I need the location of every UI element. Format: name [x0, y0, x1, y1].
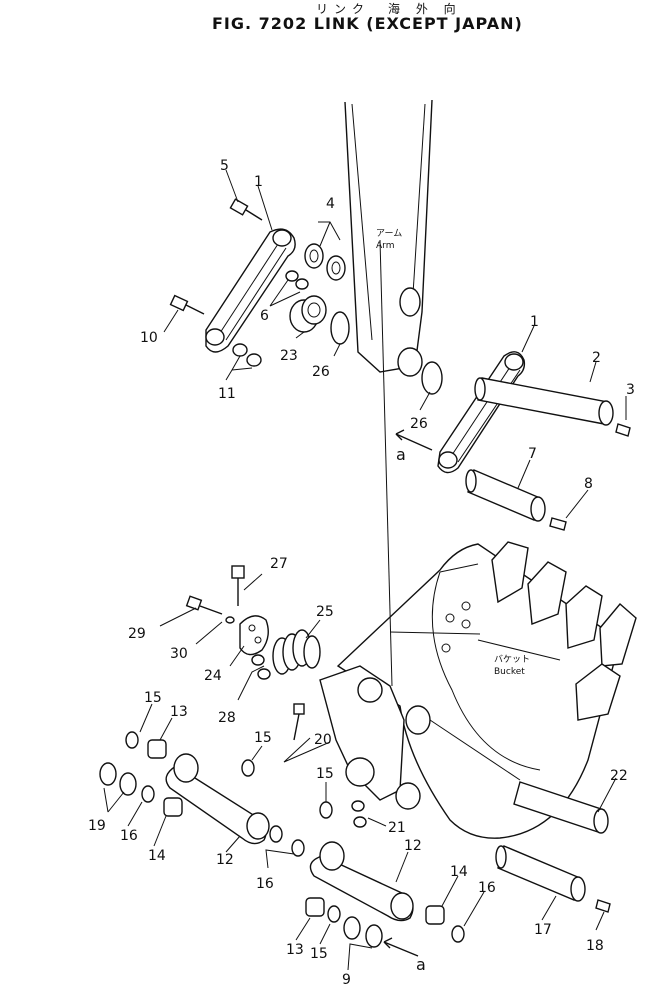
- callout-29: 29: [128, 626, 146, 642]
- shims-4: [304, 243, 346, 281]
- bushing-13-upper: [147, 739, 167, 759]
- callout-26-right: 26: [410, 416, 428, 432]
- callout-14-left: 14: [148, 848, 166, 864]
- lower-link-right: [309, 841, 414, 922]
- callout-15-c: 15: [316, 766, 334, 782]
- bolt-10: [169, 294, 205, 315]
- callout-4: 4: [326, 196, 335, 212]
- callout-14-right: 14: [450, 864, 468, 880]
- callout-28: 28: [218, 710, 236, 726]
- callout-3: 3: [626, 382, 635, 398]
- callout-21: 21: [388, 820, 406, 836]
- seals-15: [125, 731, 341, 923]
- bushing-23: [289, 295, 327, 333]
- washer-30: [225, 616, 235, 624]
- nuts-21: [351, 800, 367, 828]
- bolt-29: [185, 595, 223, 615]
- callout-16-a: 16: [120, 828, 138, 844]
- callout-7: 7: [528, 446, 537, 462]
- leader-lines: [103, 169, 627, 971]
- callout-27: 27: [270, 556, 288, 572]
- callout-12-left: 12: [216, 852, 234, 868]
- pin-2: [474, 377, 614, 426]
- shims-19: [99, 762, 137, 796]
- arm-drawing: [344, 99, 433, 687]
- callout-13-upper: 13: [170, 704, 188, 720]
- bolt-18: [595, 899, 611, 913]
- bolt-27: [231, 565, 245, 606]
- callout-2: 2: [592, 350, 601, 366]
- shims-9: [343, 916, 383, 948]
- bolt-8: [549, 517, 567, 531]
- callout-23: 23: [280, 348, 298, 364]
- plate-24: [239, 615, 269, 656]
- bushing-13-lower: [305, 897, 325, 917]
- direction-arrow-a-top: [395, 429, 433, 451]
- bolt-5: [229, 198, 263, 221]
- callout-6: 6: [260, 308, 269, 324]
- bushing-14-upper: [163, 797, 183, 817]
- view-marker-a-bottom: a: [416, 955, 426, 974]
- seals-16: [141, 785, 465, 943]
- callout-10: 10: [140, 330, 158, 346]
- callout-25: 25: [316, 604, 334, 620]
- callout-18: 18: [586, 938, 604, 954]
- callout-12-right: 12: [404, 838, 422, 854]
- callout-17: 17: [534, 922, 552, 938]
- figure-title: FIG. 7202 LINK (EXCEPT JAPAN): [212, 14, 523, 33]
- nuts-28: [251, 654, 271, 680]
- callout-19: 19: [88, 818, 106, 834]
- bushing-14-lower: [425, 905, 445, 925]
- callout-15-d: 15: [310, 946, 328, 962]
- callout-13-lower: 13: [286, 942, 304, 958]
- pin-17: [495, 845, 586, 902]
- callout-16-b: 16: [256, 876, 274, 892]
- callout-26-left: 26: [312, 364, 330, 380]
- title-japanese: リンク 海 外 向: [316, 2, 462, 16]
- callout-20: 20: [314, 732, 332, 748]
- direction-arrow-a-bottom: [383, 937, 419, 957]
- bolt-3: [615, 423, 631, 437]
- upper-link-left: [205, 228, 296, 353]
- callout-16-c: 16: [478, 880, 496, 896]
- arm-label-jp: アーム: [376, 228, 402, 239]
- bucket-label: Bucket: [494, 667, 525, 677]
- upper-link-right: [437, 351, 526, 474]
- view-marker-a-top: a: [396, 445, 406, 464]
- spacers-25: [272, 629, 321, 675]
- callout-9: 9: [342, 972, 351, 988]
- nuts-6: [285, 270, 309, 290]
- callout-22: 22: [610, 768, 628, 784]
- arm-label: Arm: [376, 241, 394, 251]
- callout-24: 24: [204, 668, 222, 684]
- callout-15-a: 15: [144, 690, 162, 706]
- callout-15-b: 15: [254, 730, 272, 746]
- o-rings-26: [330, 311, 443, 395]
- callout-1-upper-right: 1: [530, 314, 539, 330]
- nuts-11: [232, 343, 262, 367]
- bolt-20: [293, 703, 305, 741]
- callout-11: 11: [218, 386, 236, 402]
- pin-7: [465, 469, 546, 522]
- callout-30: 30: [170, 646, 188, 662]
- bucket-label-jp: バケット: [494, 654, 530, 665]
- callout-1-upper-left: 1: [254, 174, 263, 190]
- pin-22: [513, 781, 609, 834]
- lower-link-left: [165, 753, 270, 845]
- callout-8: 8: [584, 476, 593, 492]
- bucket-drawing: [319, 541, 637, 839]
- callout-5: 5: [220, 158, 229, 174]
